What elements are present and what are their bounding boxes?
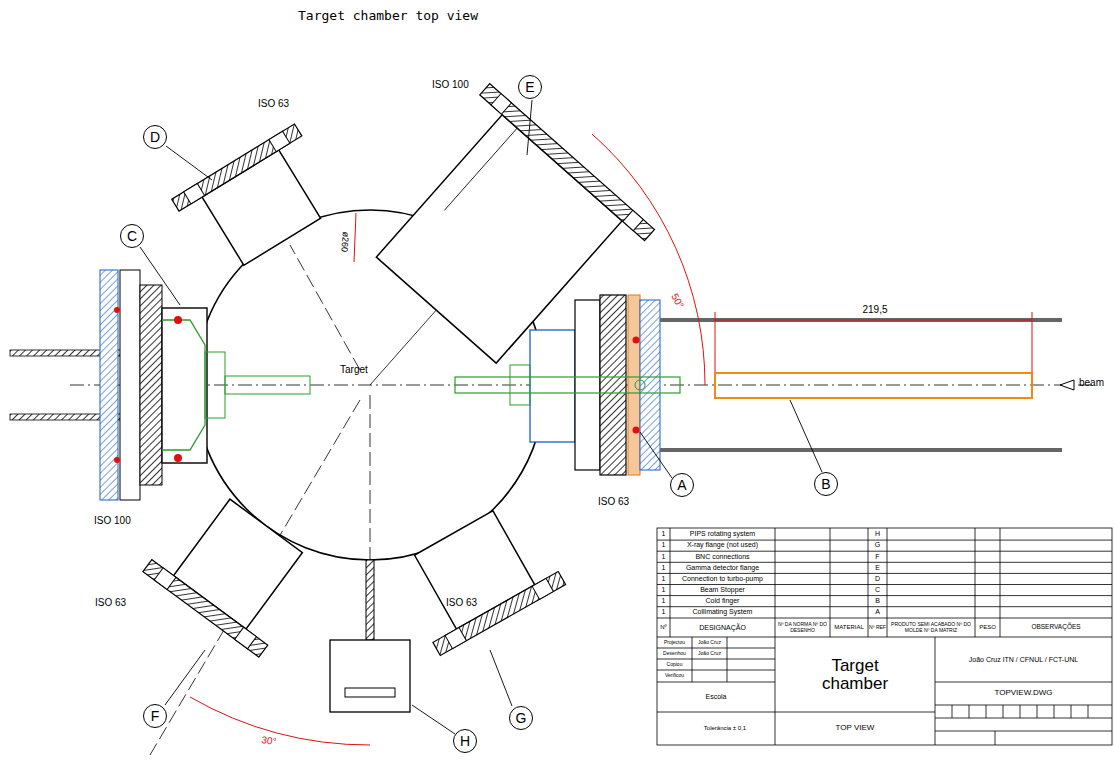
table-cell: Verificou (657, 670, 692, 682)
angle-dimension: 50° (669, 292, 685, 310)
target-label: Target (340, 365, 368, 376)
length-dimension: 219,5 (850, 304, 900, 317)
table-header: Nº REF (869, 618, 886, 637)
file-name: TOPVIEW.DWG (935, 682, 1112, 705)
table-cell: Collimating System (671, 606, 774, 617)
callout-letter: A (677, 477, 686, 493)
callout-letter: C (127, 228, 137, 244)
angle-dimension: 30° (261, 735, 277, 748)
flange-size: ISO 63 (446, 598, 477, 609)
callout-circle: E (518, 75, 542, 99)
callout-circle: G (509, 706, 533, 730)
callout-circle: A (670, 473, 694, 497)
table-cell: D (868, 573, 887, 584)
table-cell: João Cruz (692, 648, 727, 659)
table-cell: Desenhou (657, 648, 692, 659)
table-cell: 1 (657, 584, 670, 595)
table-cell: Beam Stopper (671, 584, 774, 595)
callout-letter: D (150, 129, 160, 145)
callout-circle: F (143, 704, 167, 728)
table-cell: 1 (657, 573, 670, 584)
table-cell: Projectou (657, 637, 692, 648)
table-cell: Tolerância ± 0,1 (700, 712, 750, 745)
view-name: TOP VIEW (775, 712, 935, 745)
callout-letter: G (516, 710, 527, 726)
table-cell: 1 (657, 562, 670, 573)
table-cell: 1 (657, 540, 670, 551)
callout-letter: F (151, 708, 160, 724)
callout-circle: B (814, 472, 838, 496)
callout-circle: D (143, 125, 167, 149)
callout-letter: B (821, 476, 830, 492)
table-cell: Gamma detector flange (671, 562, 774, 573)
table-cell: Escola (657, 682, 775, 712)
table-header: Nº DA NORMA Nº DO DESENHO (776, 618, 829, 637)
callout-letter: H (460, 733, 470, 749)
table-header: PESO (975, 618, 1000, 637)
table-cell: PIPS rotating system (671, 529, 774, 540)
table-cell: G (868, 540, 887, 551)
drawing-title: Target chamber top view (298, 8, 478, 23)
table-cell: E (868, 562, 887, 573)
author-block: João Cruz ITN / CFNUL / FCT-UNL (945, 639, 1102, 681)
table-header: Nº (657, 618, 670, 637)
callout-letter: E (525, 79, 534, 95)
table-cell: 1 (657, 606, 670, 617)
table-cell: B (868, 595, 887, 606)
flange-size: ISO 63 (95, 598, 126, 609)
flange-size: ISO 63 (598, 497, 629, 508)
table-cell: 1 (657, 529, 670, 540)
table-header: OBSERVAÇÕES (1001, 618, 1111, 637)
callout-circle: H (453, 729, 477, 753)
table-cell: Connection to turbo-pump (671, 573, 774, 584)
table-cell: C (868, 584, 887, 595)
table-cell: 1 (657, 551, 670, 562)
callout-circle: C (120, 224, 144, 248)
table-cell: A (868, 606, 887, 617)
flange-size: ISO 63 (258, 99, 289, 110)
flange-size: ISO 100 (94, 516, 131, 527)
table-header: MATERIAL (830, 618, 868, 637)
drawing-name: Target chamber (795, 640, 915, 710)
table-cell: BNC connections (671, 551, 774, 562)
table-cell: H (868, 529, 887, 540)
table-header: PRODUTO SEMI ACABADO Nº DO MOLDE Nº DA M… (888, 618, 974, 637)
table-cell: F (868, 551, 887, 562)
beam-label: beam (1079, 378, 1104, 389)
table-cell: 1 (657, 595, 670, 606)
table-cell: Copiou (657, 659, 692, 670)
table-cell: João Cruz (692, 637, 727, 648)
diameter-dimension: ø260 (339, 231, 350, 252)
table-cell: Cold finger (671, 595, 774, 606)
table-cell: X-ray flange (not used) (671, 540, 774, 551)
table-header: DESIGNAÇÃO (670, 618, 775, 637)
flange-size: ISO 100 (432, 80, 469, 91)
